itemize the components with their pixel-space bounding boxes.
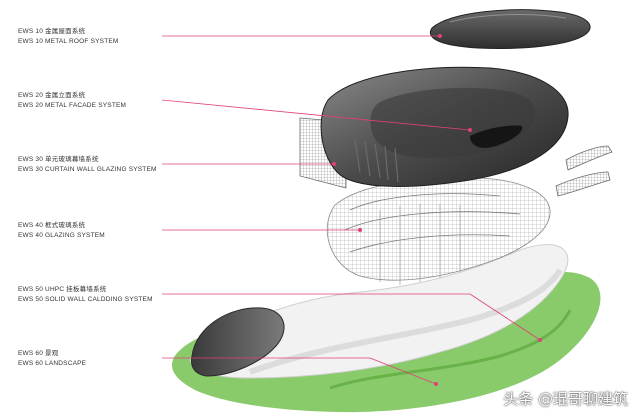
uhpc-ribbon xyxy=(248,268,563,375)
watermark: 头条 @琨哥聊建筑 xyxy=(503,390,628,408)
facade-fins xyxy=(354,139,399,183)
landscape-pod xyxy=(191,307,285,377)
curtain-wall-panel-right-2 xyxy=(555,171,611,197)
label-ews-40: EWS 40 框式玻璃系统 EWS 40 GLAZING SYSTEM xyxy=(18,222,105,239)
label-ews-20: EWS 20 金属立面系统 EWS 20 METAL FACADE SYSTEM xyxy=(18,92,127,109)
landscape-grass-inner xyxy=(329,309,572,390)
label-ews-30: EWS 30 单元玻璃幕墙系统 EWS 30 CURTAIN WALL GLAZ… xyxy=(18,156,157,173)
label-ews-60: EWS 60 景观 EWS 60 LANDSCAPE xyxy=(18,350,87,367)
leader-lines xyxy=(161,34,543,386)
uhpc-base-shell xyxy=(189,244,569,379)
label-ews-10: EWS 10 金属屋面系统 EWS 10 METAL ROOF SYSTEM xyxy=(18,28,119,45)
glazing-lattice xyxy=(326,177,551,285)
facade-window-slot xyxy=(470,125,523,148)
metal-roof xyxy=(429,9,591,49)
metal-roof-highlight xyxy=(449,14,567,23)
label-ews-50: EWS 50 UHPC 挂板幕墙系统 EWS 50 SOLID WALL CAL… xyxy=(18,286,153,303)
curtain-wall-panel-right-1 xyxy=(565,145,613,171)
